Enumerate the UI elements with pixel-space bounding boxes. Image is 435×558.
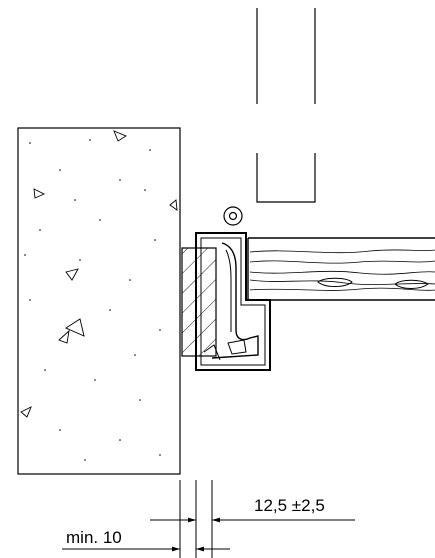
screw-symbol	[223, 206, 243, 226]
dimension-label-minimum: min. 10	[66, 528, 122, 547]
hatched-block	[181, 247, 217, 357]
concrete-wall	[17, 127, 181, 475]
concrete-dots	[24, 139, 161, 461]
dimension-lines	[62, 480, 355, 558]
frame-profile-lower	[256, 153, 316, 203]
concrete-aggregate-marks	[20, 130, 178, 418]
frame-profile-upper	[256, 8, 316, 104]
dimension-label-tolerance: 12,5 ±2,5	[254, 496, 325, 515]
timber-board	[247, 237, 435, 301]
